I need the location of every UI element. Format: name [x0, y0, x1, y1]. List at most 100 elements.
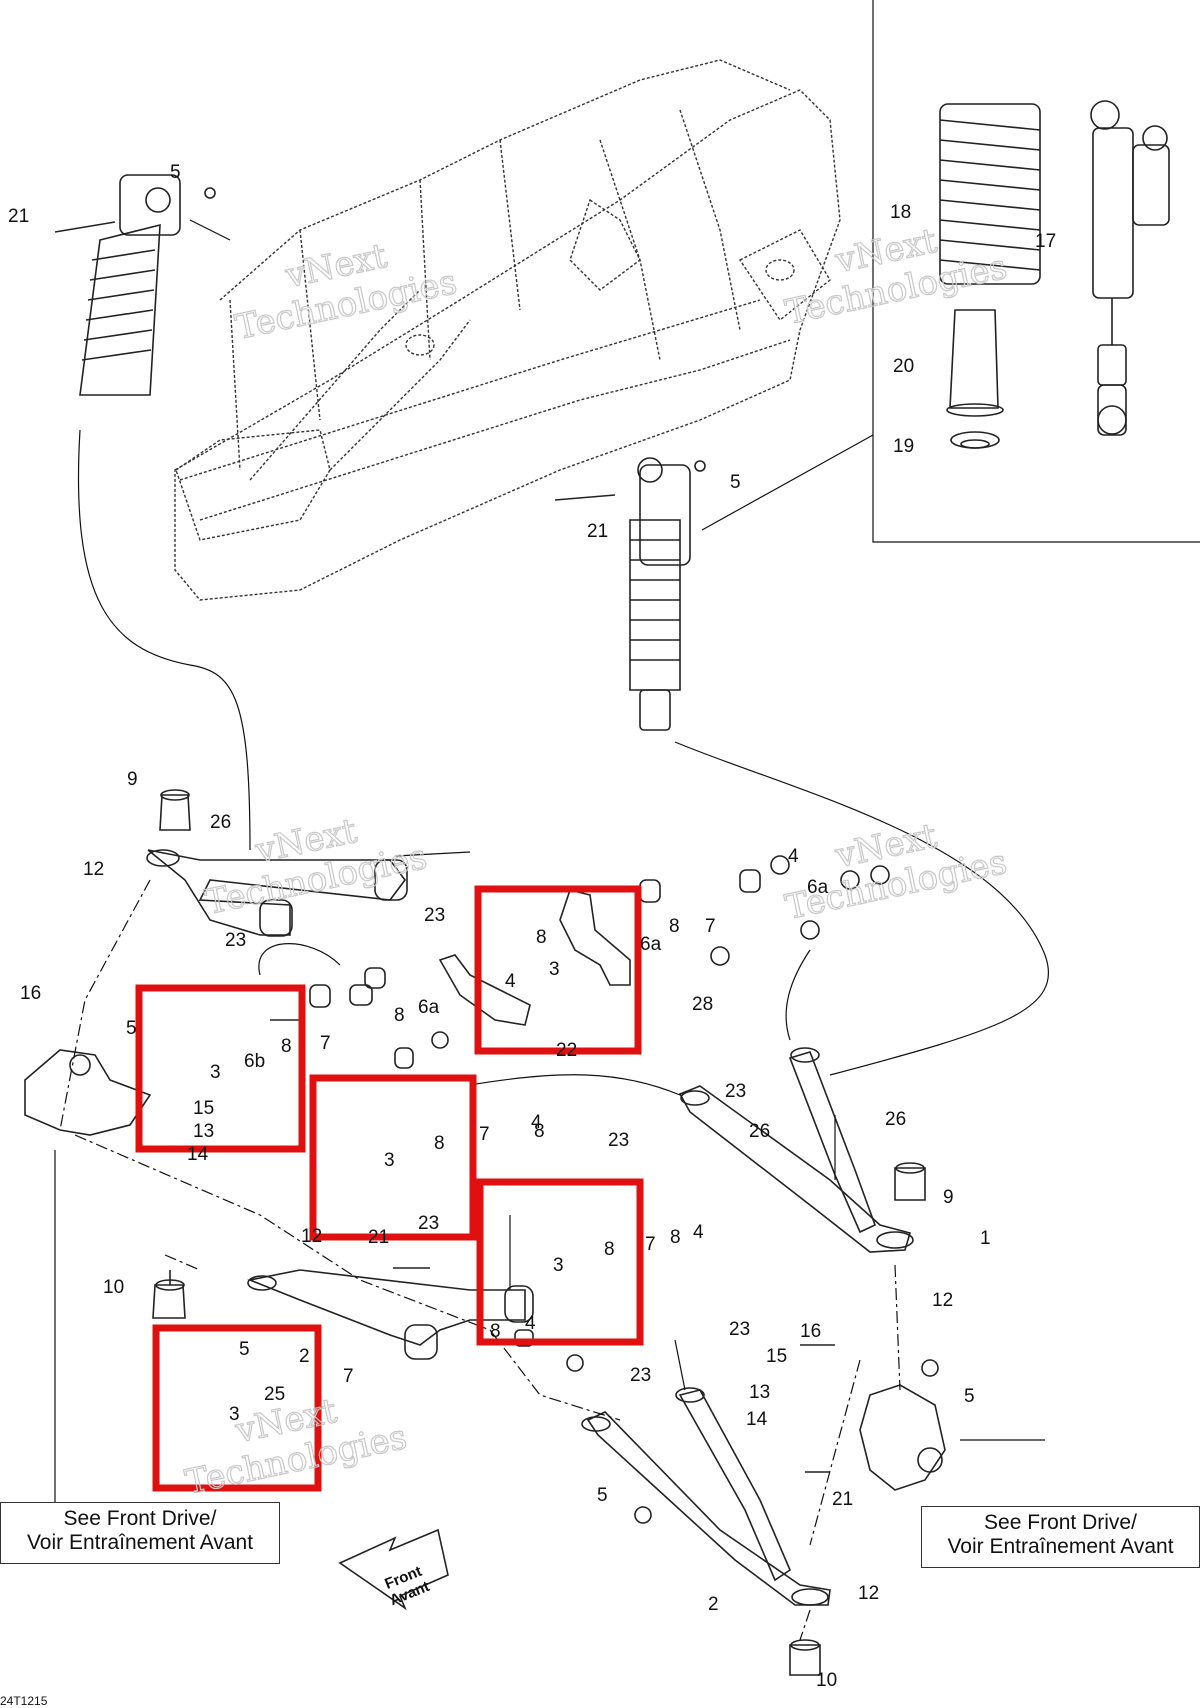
callout-23: 23	[225, 930, 246, 951]
highlight-box-4	[476, 1178, 644, 1346]
callout-8: 8	[490, 1321, 501, 1342]
callout-21: 21	[587, 521, 608, 542]
watermark-5: vNext Technologies	[181, 1390, 411, 1503]
callout-15: 15	[766, 1346, 787, 1367]
callout-3: 3	[384, 1150, 395, 1171]
callout-1: 1	[980, 1228, 991, 1249]
callout-5: 5	[239, 1339, 250, 1360]
see-front-drive-note-right: See Front Drive/ Voir Entraînement Avant	[921, 1506, 1200, 1568]
highlight-box-3	[309, 1074, 477, 1241]
callout-7: 7	[705, 916, 716, 937]
callout-23: 23	[630, 1365, 651, 1386]
callout-8: 8	[604, 1239, 615, 1260]
callout-5: 5	[730, 472, 741, 493]
callout-10: 10	[816, 1670, 837, 1691]
callout-19: 19	[893, 436, 914, 457]
ball-joint-upper-left	[159, 789, 191, 831]
callout-4: 4	[788, 846, 799, 867]
highlight-box-2	[135, 984, 306, 1153]
callout-20: 20	[893, 356, 914, 377]
callout-12: 12	[858, 1583, 879, 1604]
sleeve-part	[946, 309, 1004, 417]
knuckle-right	[859, 1384, 946, 1491]
callout-4: 4	[525, 1313, 536, 1334]
callout-6b: 6b	[244, 1051, 265, 1072]
callout-5: 5	[170, 162, 181, 183]
vehicle-frame	[174, 59, 841, 601]
callout-16: 16	[800, 1321, 821, 1342]
callout-17: 17	[1035, 231, 1056, 252]
callout-8: 8	[536, 927, 547, 948]
callout-9: 9	[127, 769, 138, 790]
callout-14: 14	[746, 1409, 768, 1430]
ball-joint-right-1	[894, 1162, 926, 1201]
callout-3: 3	[210, 1062, 221, 1083]
ball-joint-right-2	[789, 1639, 821, 1676]
callout-13: 13	[193, 1121, 214, 1142]
figure-code: 24T1215	[0, 1694, 48, 1708]
rear-bracket-part	[438, 889, 631, 1026]
callout-22: 22	[556, 1040, 577, 1061]
watermark-2: vNext Technologies	[781, 220, 1011, 333]
callout-21: 21	[832, 1489, 853, 1510]
callout-8: 8	[534, 1121, 545, 1142]
callout-7: 7	[645, 1234, 656, 1255]
callout-10: 10	[103, 1277, 124, 1298]
callout-26: 26	[885, 1109, 906, 1130]
a-arm-right-1	[678, 1047, 914, 1253]
callout-23: 23	[729, 1319, 750, 1340]
watermark-1: vNext Technologies	[231, 235, 461, 348]
callout-8: 8	[670, 1227, 681, 1248]
front-direction-arrow: Front Avant	[338, 1528, 449, 1611]
callout-7: 7	[479, 1124, 490, 1145]
callout-12: 12	[932, 1290, 953, 1311]
upper-a-arm-left	[146, 849, 408, 937]
callout-6a: 6a	[640, 934, 662, 955]
highlight-boxes	[135, 885, 644, 1492]
callout-4: 4	[531, 1112, 542, 1133]
callout-2: 2	[299, 1346, 310, 1367]
inset-leader	[701, 434, 874, 531]
callout-28: 28	[692, 994, 713, 1015]
callout-6a: 6a	[418, 997, 440, 1018]
front-shock-right	[554, 457, 706, 731]
spring-seat-part	[950, 431, 1000, 449]
front-shock-left	[54, 174, 216, 396]
watermark-4: vNext Technologies	[781, 815, 1011, 928]
highlight-box-5	[152, 1324, 322, 1492]
lower-arm-center	[247, 1269, 534, 1360]
callout-5: 5	[597, 1485, 608, 1506]
callout-26: 26	[210, 812, 231, 833]
callout-4: 4	[505, 971, 516, 992]
callout-23: 23	[608, 1130, 629, 1151]
callout-4: 4	[693, 1222, 704, 1243]
note-left-line2: Voir Entraînement Avant	[26, 1531, 254, 1554]
see-front-drive-note-left: See Front Drive/ Voir Entraînement Avant	[0, 1502, 280, 1564]
callout-12: 12	[83, 859, 104, 880]
ball-joint-lower-left	[152, 1270, 186, 1319]
note-right-line1: See Front Drive/	[984, 1511, 1137, 1534]
callout-25: 25	[264, 1384, 285, 1405]
spring-part	[939, 103, 1041, 285]
callout-21: 21	[368, 1227, 389, 1248]
callout-3: 3	[229, 1404, 240, 1425]
callout-26: 26	[749, 1121, 770, 1142]
callout-8: 8	[434, 1133, 445, 1154]
callout-14: 14	[187, 1144, 209, 1165]
callout-12: 12	[301, 1226, 322, 1247]
callout-7: 7	[343, 1366, 354, 1387]
callout-3: 3	[549, 959, 560, 980]
callout-21: 21	[8, 206, 29, 227]
a-arm-right-2	[581, 1387, 831, 1606]
callout-8: 8	[394, 1005, 405, 1026]
callout-15: 15	[193, 1098, 214, 1119]
note-right-line2: Voir Entraînement Avant	[947, 1535, 1174, 1558]
callout-7: 7	[320, 1033, 331, 1054]
callout-8: 8	[669, 916, 680, 937]
callout-9: 9	[943, 1187, 954, 1208]
callout-3: 3	[553, 1255, 564, 1276]
callout-2: 2	[708, 1594, 719, 1615]
callout-5: 5	[126, 1018, 137, 1039]
